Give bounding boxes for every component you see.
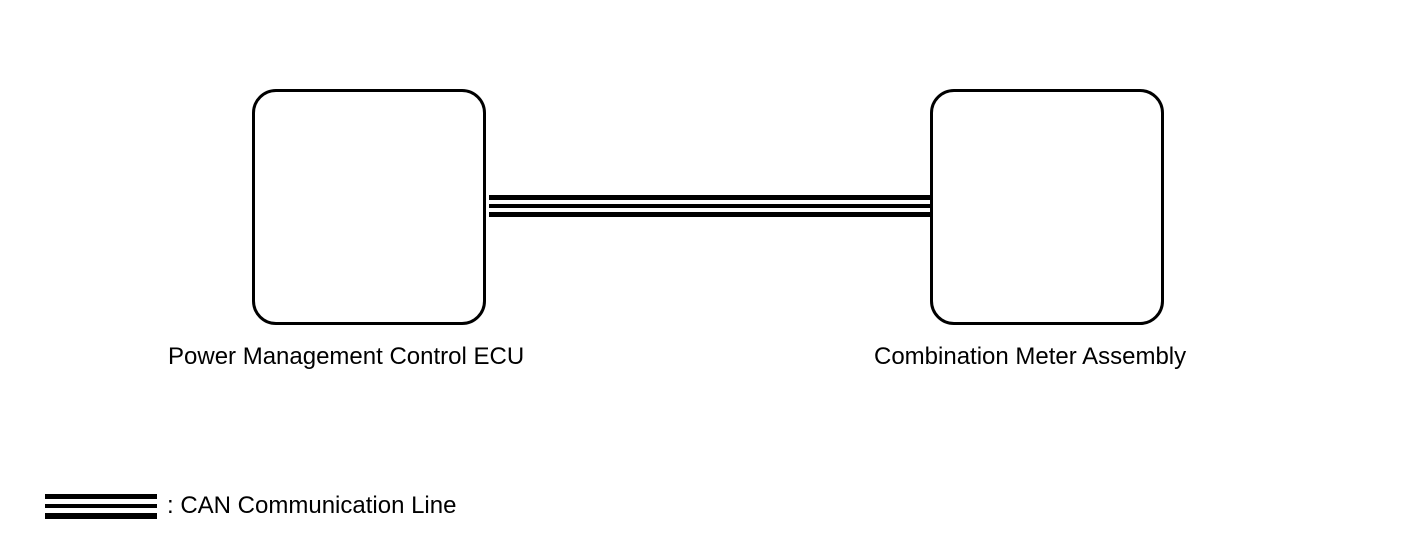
legend-line-top — [45, 493, 157, 499]
can-line-outer-bottom — [489, 212, 930, 217]
can-line-legend-symbol — [45, 493, 157, 519]
can-communication-line — [489, 195, 930, 218]
legend-line-middle — [45, 503, 157, 508]
legend-line-bottom — [45, 512, 157, 519]
power-management-control-ecu-label: Power Management Control ECU — [168, 343, 525, 370]
combination-meter-assembly-label: Combination Meter Assembly — [874, 343, 1187, 370]
combination-meter-assembly-box — [930, 89, 1164, 325]
can-line-outer-top — [489, 195, 930, 200]
power-management-control-ecu-box — [252, 89, 486, 325]
can-line-middle — [489, 204, 930, 208]
legend-text: : CAN Communication Line — [167, 492, 457, 519]
legend: : CAN Communication Line — [45, 492, 456, 520]
